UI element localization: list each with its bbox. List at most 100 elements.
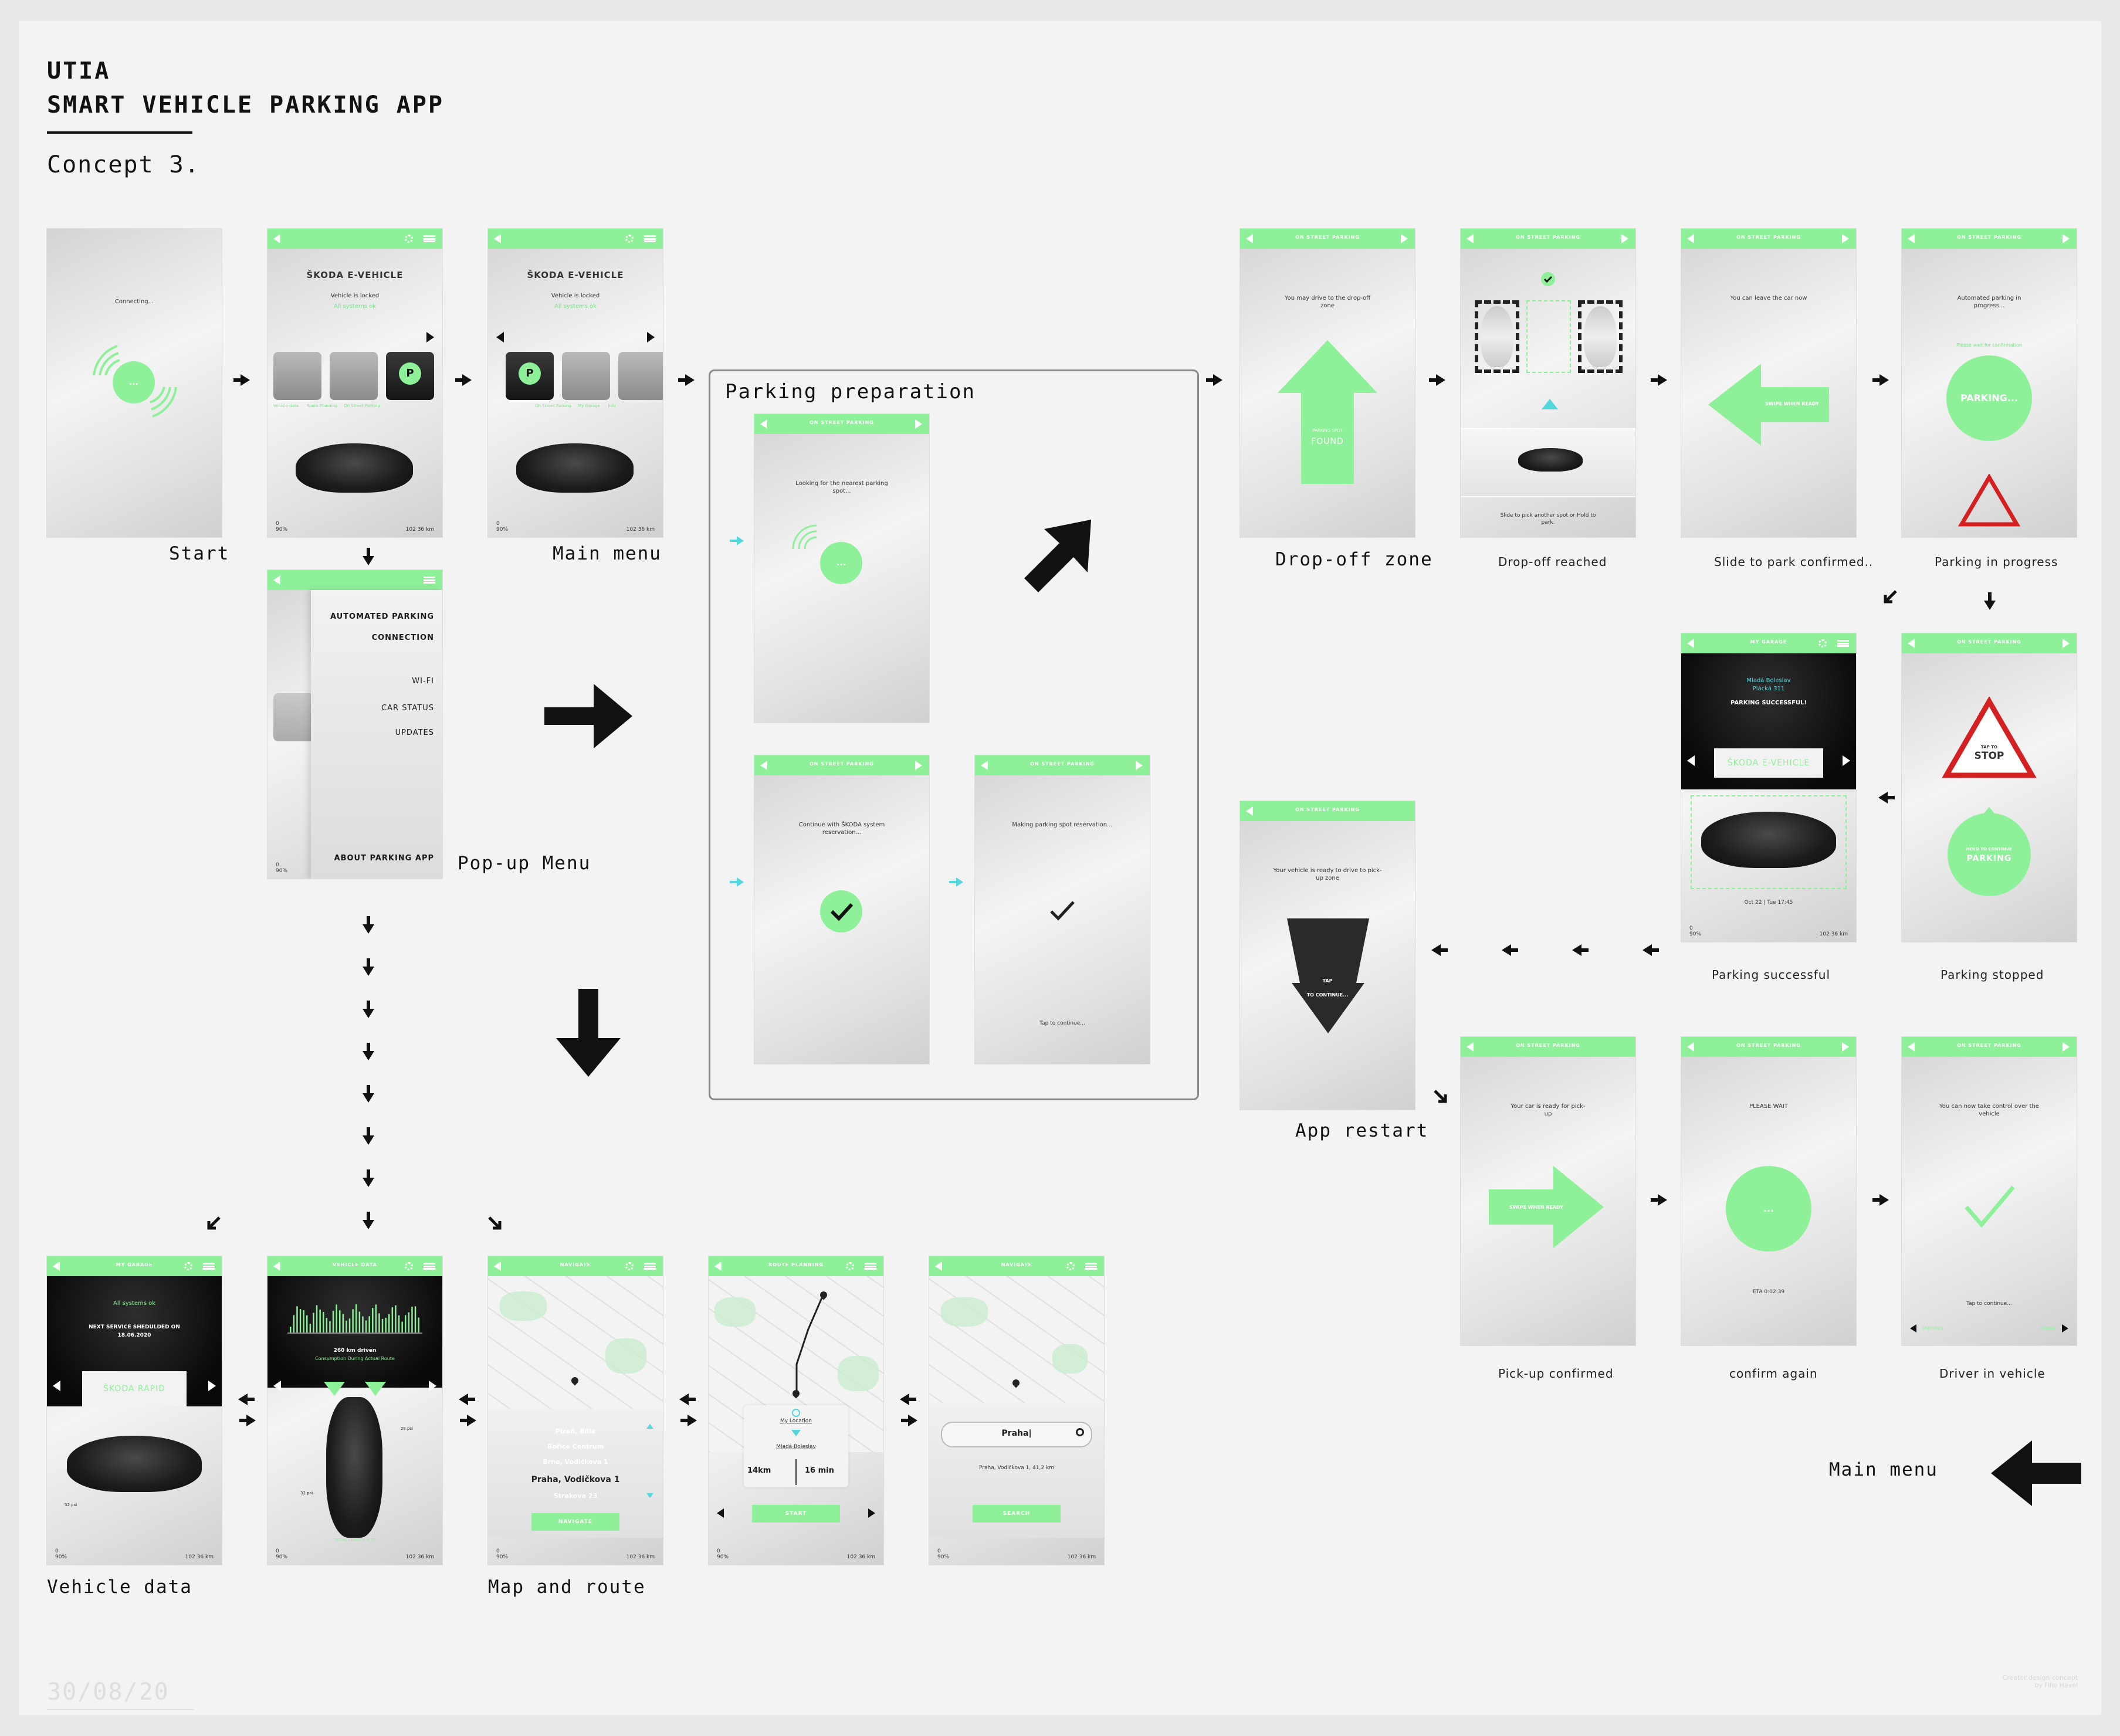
stop-triangle-icon[interactable] [1942,697,2037,780]
parking-slot-free[interactable] [1526,300,1571,373]
screen-dropoff-reached[interactable]: ON STREET PARKING Slide to pick another … [1461,229,1635,537]
screen-app-restart[interactable]: ON STREET PARKING Your vehicle is ready … [1240,801,1415,1110]
destination-text[interactable]: Mladá Boleslav [776,1444,816,1450]
driver-text: You can now take control over the vehicl… [1939,1103,2039,1117]
screen-parking-successful[interactable]: MY GARAGE Mladá Boleslav Plácká 311 PARK… [1681,633,1856,942]
start-button[interactable]: START [752,1505,840,1523]
dest-option-1[interactable]: Plzeň, Bílla [555,1428,596,1435]
dest-option-5[interactable]: Strakova 23 [553,1492,598,1500]
screen-continue-reservation[interactable]: ON STREET PARKING Continue with ŠKODA sy… [754,755,929,1064]
systems-ok: All systems ok [554,303,597,310]
search-icon[interactable] [1076,1428,1084,1436]
consumption-bar [303,1310,304,1332]
project-title: UTIA [47,57,111,84]
next-icon[interactable] [647,332,655,343]
screen-pickup-confirmed[interactable]: ON STREET PARKING Your car is ready for … [1461,1037,1635,1345]
screen-navigate[interactable]: NAVIGATE Plzeň, Bílla Bořice Centrum Brn… [488,1256,663,1565]
tile-route-planning[interactable] [330,352,378,400]
prev-icon[interactable] [273,1381,281,1391]
screen-dropoff-zone[interactable]: ON STREET PARKING You may drive to the d… [1240,229,1415,537]
tap-to-text: TAP TO [1981,745,1997,750]
big-right-arrow-icon[interactable] [1489,1166,1606,1248]
car-top-icon[interactable] [1518,448,1583,472]
screen-home[interactable]: ŠKODA E-VEHICLE Vehicle is locked All sy… [267,229,442,537]
prev-icon[interactable] [1687,755,1695,766]
screen-parking-stopped[interactable]: ON STREET PARKING TAP TO STOP HOLD TO CO… [1902,633,2077,942]
tile-info[interactable] [618,352,663,400]
search-result[interactable]: Praha, Vodičkova 1, 41,2 km [979,1465,1054,1471]
car-image [67,1436,202,1492]
screen-my-garage[interactable]: MY GARAGE All systems ok NEXT SERVICE SH… [47,1256,222,1565]
parked-car-left [1481,306,1513,367]
next-icon[interactable] [208,1381,216,1391]
big-arrow-right-icon [544,684,632,748]
hold-continue-button[interactable]: HOLD TO CONTINUE PARKING [1948,813,2031,896]
chart-baseline [287,1332,422,1334]
screen-vehicle-data[interactable]: VEHICLE DATA 260 km driven Consumption D… [267,1256,442,1565]
prev-icon[interactable] [717,1508,724,1518]
tap-continue[interactable]: Tap to continue... [1966,1301,2012,1307]
tile-labels: On Street Parking My Garage Info [535,404,616,408]
scroll-down-icon[interactable] [646,1493,653,1498]
big-arrow-down-icon [556,989,621,1077]
parking-slot-right [1578,300,1623,373]
flow-arrow-diag-icon [1884,590,1897,603]
menu-wifi[interactable]: WI-FI [412,677,434,686]
big-down-arrow-icon[interactable] [1287,918,1369,1036]
screen-main-menu[interactable]: ŠKODA E-VEHICLE Vehicle is locked All sy… [488,229,663,537]
concept-label: Concept 3. [47,151,200,178]
search-button[interactable]: SEARCH [973,1505,1061,1523]
range-value: 102 36 km [405,1554,434,1560]
next-icon[interactable] [429,1381,436,1391]
flow-arrow-diag-icon [207,1216,221,1230]
signal-arcs-icon [93,345,177,418]
menu-automated-parking[interactable]: AUTOMATED PARKING [330,612,434,621]
status-link[interactable]: Status [2040,1325,2056,1331]
dest-option-3[interactable]: Brno, Vodičkova 1 [543,1458,608,1466]
prev-icon[interactable] [1910,1324,1916,1332]
connecting-text: Connecting... [114,299,154,305]
next-icon[interactable] [2062,1324,2068,1332]
next-icon[interactable] [426,332,434,343]
menu-updates[interactable]: UPDATES [395,728,434,737]
warning-triangle-icon[interactable] [1958,474,2020,528]
tile-my-garage[interactable] [562,352,610,400]
check-circle-icon[interactable] [820,890,862,933]
screen-start[interactable]: Connecting... ... [47,229,222,537]
prev-icon[interactable] [53,1381,60,1391]
screen-parking-progress[interactable]: ON STREET PARKING Automated parking in p… [1902,229,2077,537]
label-app-restart: App restart [1295,1120,1429,1141]
screen-popup-menu[interactable]: AUTOMATED PARKING CONNECTION WI-FI CAR S… [267,570,442,879]
screen-driver-in-vehicle[interactable]: ON STREET PARKING You can now take contr… [1902,1037,2077,1345]
tile-vehicle-data[interactable] [273,352,321,400]
total-length: TOTAL LENGTH 4,75 [334,1538,376,1542]
search-input[interactable]: Praha| [941,1422,1092,1447]
screen-confirm-again[interactable]: ON STREET PARKING PLEASE WAIT ... ETA 0:… [1681,1037,1856,1345]
menu-connection[interactable]: CONNECTION [371,633,434,642]
label-main-menu: Main menu [553,543,662,564]
menu-car-status[interactable]: CAR STATUS [381,704,434,713]
screen-search[interactable]: NAVIGATE Praha| Praha, Vodičkova 1, 41,2… [929,1256,1104,1565]
prev-icon[interactable] [496,332,504,343]
check-icon [1965,1185,2015,1228]
brand-pill: ŠKODA RAPID [82,1371,187,1406]
dest-option-2[interactable]: Bořice Centrum [547,1443,604,1450]
navigate-button[interactable]: NAVIGATE [531,1513,619,1531]
my-location[interactable]: My Location [780,1418,812,1424]
label-confirm-again: confirm again [1729,1367,1818,1381]
statistics-link[interactable]: Statistics [1922,1325,1943,1331]
tap-continue[interactable]: Tap to continue... [1039,1020,1085,1026]
screen-route-planning[interactable]: ROUTE PLANNING My Location Mladá Bolesla… [709,1256,883,1565]
screen-making-reservation[interactable]: ON STREET PARKING Making parking spot re… [975,755,1150,1064]
map-park [941,1297,988,1327]
driven-text: 260 km driven [333,1348,377,1354]
footer-underline [47,1709,194,1710]
scroll-up-icon[interactable] [646,1424,653,1429]
menu-about[interactable]: ABOUT PARKING APP [334,854,434,863]
flow-arrow-down-icon [363,1127,374,1145]
screen-slide-confirmed[interactable]: ON STREET PARKING You can leave the car … [1681,229,1856,537]
dest-option-selected[interactable]: Praha, Vodičkova 1 [531,1475,620,1484]
next-icon[interactable] [868,1508,875,1518]
screen-looking-spot[interactable]: ON STREET PARKING Looking for the neares… [754,414,929,723]
next-icon[interactable] [1843,755,1850,766]
